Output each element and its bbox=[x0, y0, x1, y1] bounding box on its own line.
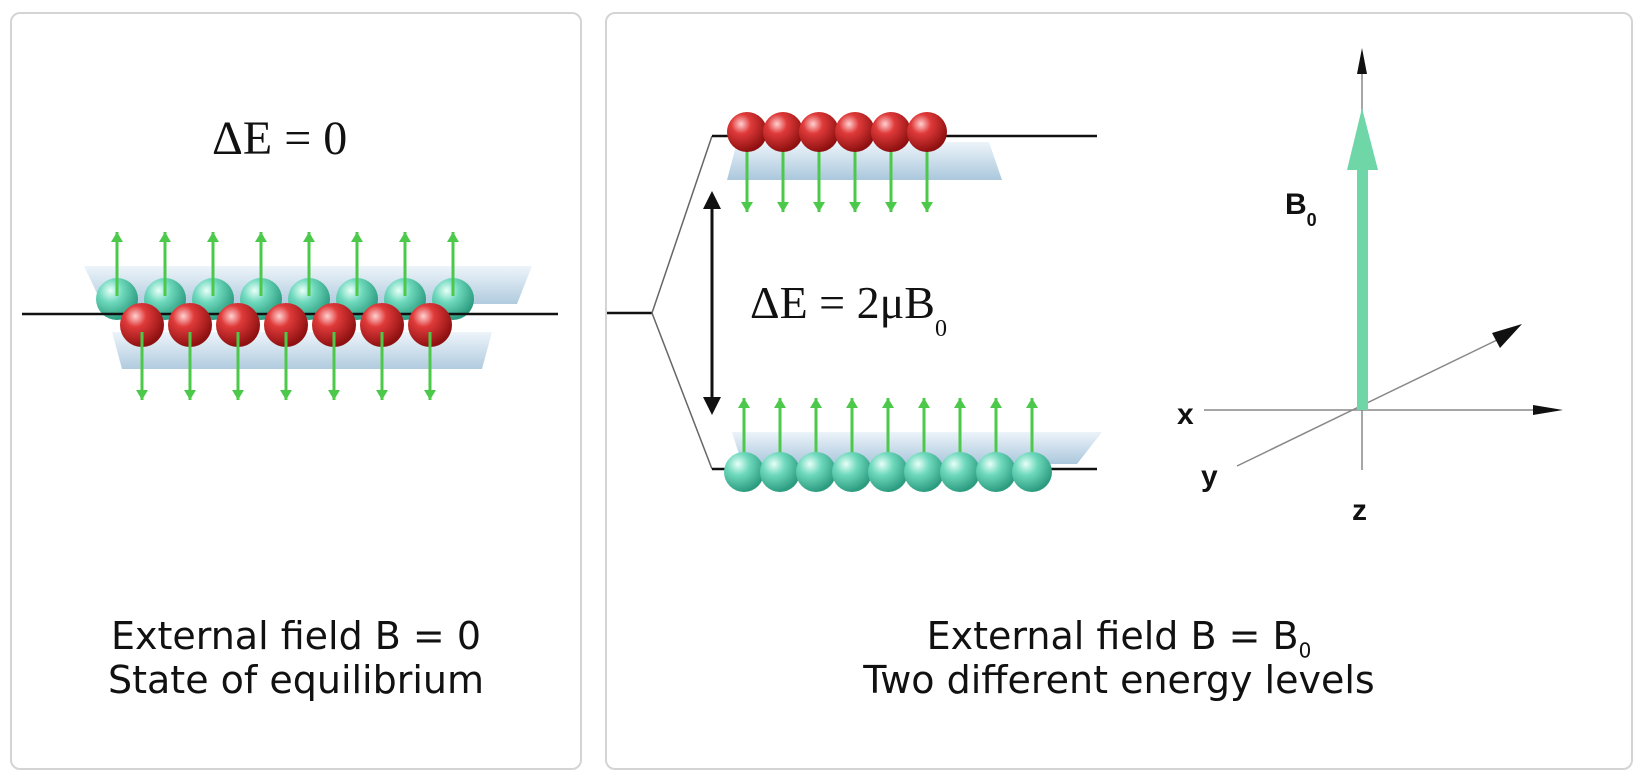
high-level-cone-layer bbox=[727, 142, 1002, 180]
spin-down-sphere bbox=[120, 303, 164, 347]
spin-down-arrow-head bbox=[741, 202, 753, 212]
spin-up-arrow-head bbox=[918, 398, 930, 408]
spin-down-sphere bbox=[168, 303, 212, 347]
left-spin-down-group bbox=[120, 303, 452, 400]
equilibrium-panel: ΔE = 0 External field B = 0 State of equ… bbox=[10, 12, 582, 770]
spin-up-arrow-head bbox=[255, 232, 267, 242]
spin-up-arrow-head bbox=[447, 232, 459, 242]
spin-down-arrow-head bbox=[813, 202, 825, 212]
spin-down-arrow-head bbox=[777, 202, 789, 212]
spin-up-sphere bbox=[868, 452, 908, 492]
spin-down-sphere bbox=[871, 112, 911, 152]
spin-up-arrow-head bbox=[1026, 398, 1038, 408]
spin-up-arrow-head bbox=[882, 398, 894, 408]
caption-line-1: External field B = 0 bbox=[110, 614, 482, 658]
spin-down-sphere bbox=[360, 303, 404, 347]
spin-down-arrow-head bbox=[184, 390, 196, 400]
x-axis-label: x bbox=[1177, 398, 1194, 431]
spin-down-arrow-head bbox=[280, 390, 292, 400]
spin-cone-layer-down bbox=[112, 332, 492, 369]
spin-up-arrow-head bbox=[111, 232, 123, 242]
spin-down-sphere bbox=[264, 303, 308, 347]
spin-up-arrow-head bbox=[774, 398, 786, 408]
coordinate-axes: x y z B0 bbox=[1177, 48, 1563, 527]
spin-down-arrow-head bbox=[136, 390, 148, 400]
equilibrium-diagram: ΔE = 0 bbox=[22, 112, 558, 400]
caption-line-2: Two different energy levels bbox=[863, 658, 1375, 702]
y-axis-arrowhead bbox=[1492, 324, 1522, 348]
spin-up-sphere bbox=[760, 452, 800, 492]
spin-down-sphere bbox=[835, 112, 875, 152]
split-line-lower bbox=[651, 312, 713, 470]
spin-up-arrow-head bbox=[207, 232, 219, 242]
spin-down-sphere bbox=[408, 303, 452, 347]
energy-split-diagram: ΔE = 2μB0 x y z B0 bbox=[607, 48, 1563, 527]
spin-down-arrow-head bbox=[424, 390, 436, 400]
energy-split-panel: ΔE = 2μB0 x y z B0 External field B = B0… bbox=[605, 12, 1633, 770]
field-b0-label: B0 bbox=[1285, 188, 1317, 230]
spin-up-arrow-head bbox=[159, 232, 171, 242]
spin-down-arrow-head bbox=[232, 390, 244, 400]
split-line-upper bbox=[651, 135, 713, 314]
spin-up-arrow-head bbox=[990, 398, 1002, 408]
spin-down-arrow-head bbox=[885, 202, 897, 212]
delta-e-zero-label: ΔE = 0 bbox=[212, 112, 347, 165]
z-axis-arrowhead bbox=[1357, 48, 1367, 74]
caption-line-1: External field B = B0 bbox=[926, 614, 1312, 663]
spin-down-arrow-head bbox=[921, 202, 933, 212]
spin-up-sphere bbox=[976, 452, 1016, 492]
spin-down-sphere bbox=[763, 112, 803, 152]
spin-down-arrow-head bbox=[328, 390, 340, 400]
spin-down-arrow-head bbox=[849, 202, 861, 212]
spin-up-sphere bbox=[904, 452, 944, 492]
spin-up-arrow-head bbox=[810, 398, 822, 408]
spin-down-sphere bbox=[799, 112, 839, 152]
spin-up-arrow-head bbox=[399, 232, 411, 242]
field-arrow-shaft bbox=[1357, 166, 1368, 410]
spin-up-arrow-head bbox=[351, 232, 363, 242]
spin-down-arrow-head bbox=[376, 390, 388, 400]
spin-down-sphere bbox=[216, 303, 260, 347]
spin-up-sphere bbox=[724, 452, 764, 492]
x-axis-arrowhead bbox=[1533, 405, 1563, 415]
spin-up-sphere bbox=[1012, 452, 1052, 492]
spin-up-sphere bbox=[832, 452, 872, 492]
spin-up-arrow-head bbox=[303, 232, 315, 242]
high-level-spin-group bbox=[727, 112, 947, 212]
spin-down-sphere bbox=[312, 303, 356, 347]
low-level-spin-group bbox=[724, 398, 1052, 492]
y-axis-label: y bbox=[1201, 460, 1218, 493]
spin-up-arrow-head bbox=[846, 398, 858, 408]
spin-down-sphere bbox=[727, 112, 767, 152]
caption-line-2: State of equilibrium bbox=[107, 658, 485, 702]
spin-up-sphere bbox=[796, 452, 836, 492]
z-axis-label: z bbox=[1352, 494, 1367, 527]
spin-up-sphere bbox=[940, 452, 980, 492]
spin-up-arrow-head bbox=[738, 398, 750, 408]
spin-down-sphere bbox=[907, 112, 947, 152]
field-arrow-head bbox=[1347, 108, 1378, 170]
delta-e-split-label: ΔE = 2μB0 bbox=[750, 277, 947, 342]
spin-up-arrow-head bbox=[954, 398, 966, 408]
